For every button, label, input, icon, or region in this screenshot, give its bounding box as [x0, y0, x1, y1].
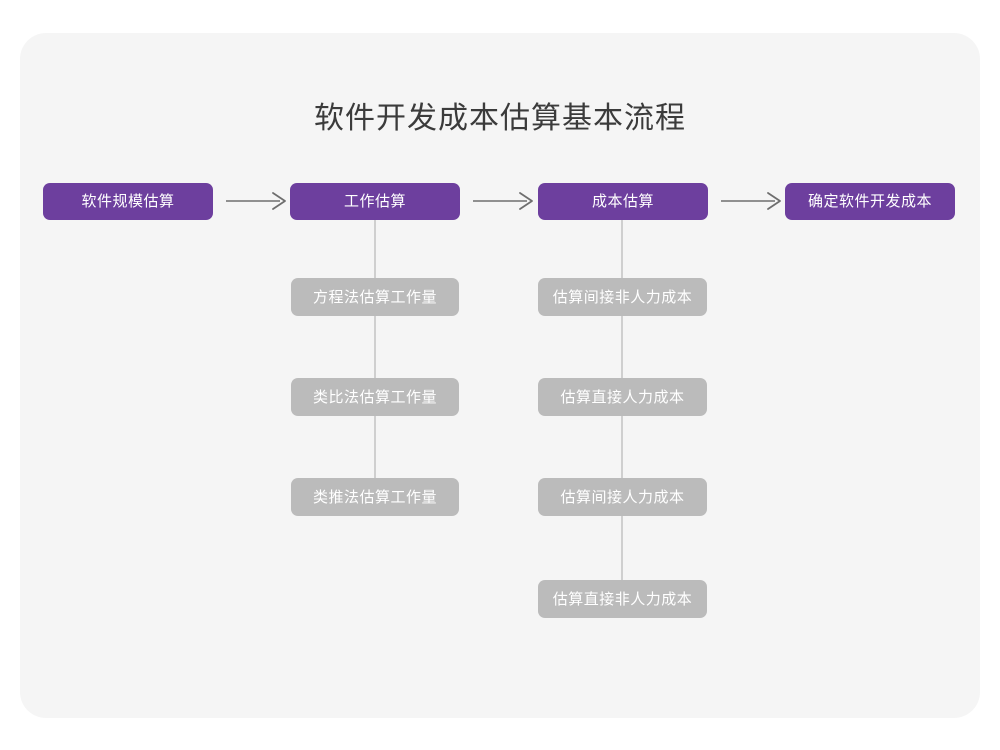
substep-node-stage3-4[interactable]: 估算直接非人力成本: [538, 580, 707, 618]
stage-node-1[interactable]: 软件规模估算: [43, 183, 213, 220]
arrow-stage-2-to-3: [473, 190, 535, 212]
stage-node-2[interactable]: 工作估算: [290, 183, 460, 220]
substep-node-stage2-3[interactable]: 类推法估算工作量: [291, 478, 459, 516]
arrow-stage-1-to-2: [226, 190, 288, 212]
arrow-stage-3-to-4: [721, 190, 783, 212]
connector-stage3-sub1-to-sub2: [621, 316, 623, 378]
connector-stage3-sub2-to-sub3: [621, 416, 623, 478]
connector-stage2-sub2-to-sub3: [374, 416, 376, 478]
stage-node-3[interactable]: 成本估算: [538, 183, 708, 220]
substep-node-stage2-2[interactable]: 类比法估算工作量: [291, 378, 459, 416]
substep-node-stage3-2[interactable]: 估算直接人力成本: [538, 378, 707, 416]
page-title: 软件开发成本估算基本流程: [314, 102, 686, 135]
stage-node-4[interactable]: 确定软件开发成本: [785, 183, 955, 220]
substep-node-stage3-1[interactable]: 估算间接非人力成本: [538, 278, 707, 316]
content-card: [20, 33, 980, 718]
connector-stage3-to-sub1: [621, 220, 623, 278]
substep-node-stage3-3[interactable]: 估算间接人力成本: [538, 478, 707, 516]
connector-stage2-to-sub1: [374, 220, 376, 278]
connector-stage3-sub3-to-sub4: [621, 516, 623, 580]
substep-node-stage2-1[interactable]: 方程法估算工作量: [291, 278, 459, 316]
connector-stage2-sub1-to-sub2: [374, 316, 376, 378]
